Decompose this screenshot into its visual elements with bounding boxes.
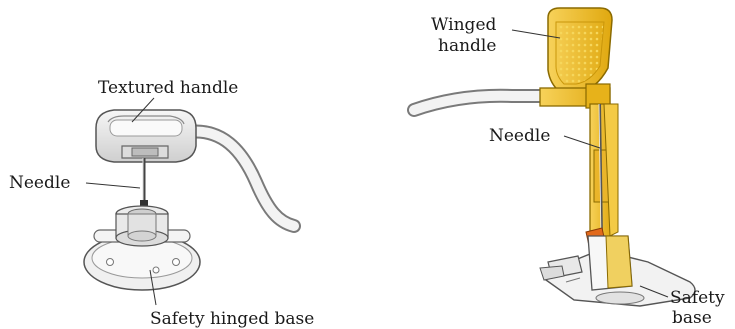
leader-winged-handle xyxy=(511,29,561,39)
right-needle xyxy=(599,103,603,239)
leader-textured-handle xyxy=(131,97,155,123)
label-winged-handle-line2: handle xyxy=(438,36,496,56)
leader-right-needle xyxy=(563,135,601,149)
label-safety-base-line1: Safety xyxy=(670,288,725,308)
label-textured-handle: Textured handle xyxy=(98,78,238,98)
right-device: Winged handle Needle Safety base xyxy=(407,7,725,328)
winged-handle xyxy=(547,7,613,93)
textured-handle xyxy=(95,109,197,163)
label-winged-handle-line1: Winged xyxy=(431,15,497,35)
label-left-needle: Needle xyxy=(9,173,70,193)
label-safety-base-line2: base xyxy=(672,308,712,328)
safety-base xyxy=(539,235,696,307)
leader-left-needle xyxy=(85,182,141,189)
safety-hinged-base xyxy=(83,205,201,291)
needle-guard xyxy=(589,103,619,245)
label-right-needle: Needle xyxy=(489,126,550,146)
leader-safety-base xyxy=(639,285,669,298)
leader-hinged-base xyxy=(149,269,157,306)
left-device: Textured handle Needle Safety hinged bas… xyxy=(9,78,314,329)
label-safety-hinged-base: Safety hinged base xyxy=(150,309,314,329)
